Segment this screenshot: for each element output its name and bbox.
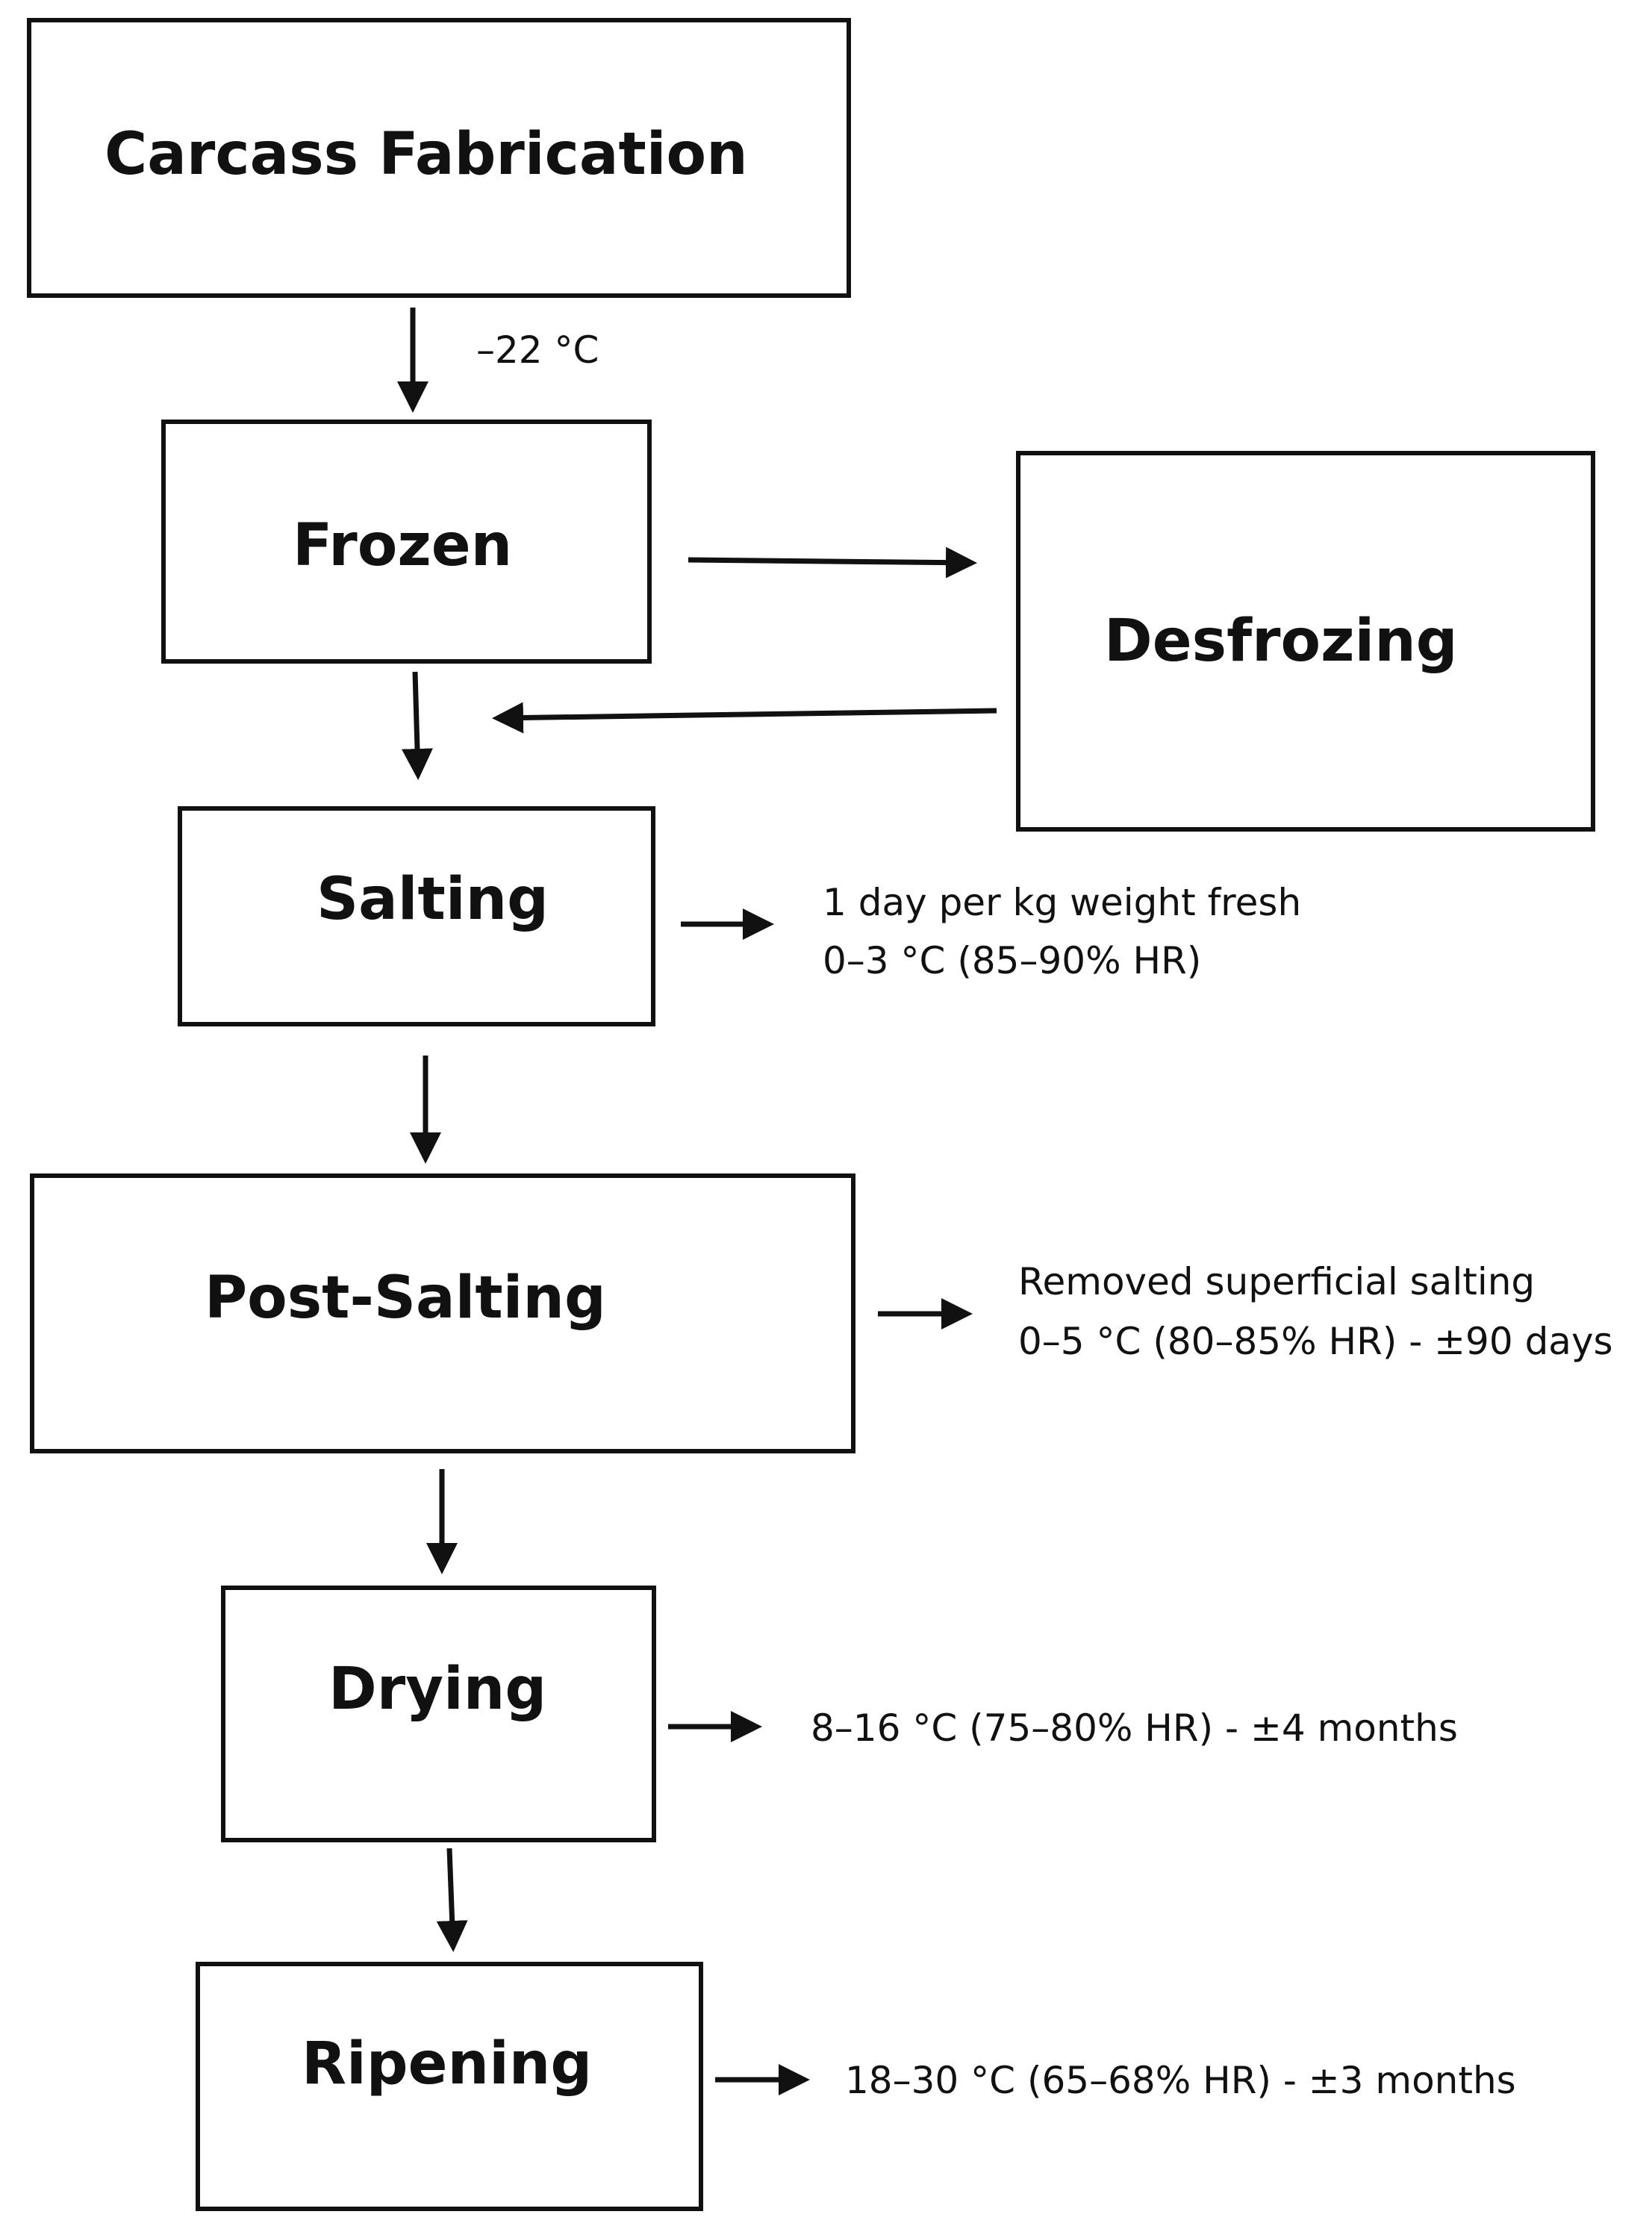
desfrozing-label: Desfrozing xyxy=(1104,608,1458,675)
frozen-box: Frozen xyxy=(161,420,652,664)
frozen-label: Frozen xyxy=(293,512,513,579)
ripening-note: 18–30 °C (65–68% HR) - ±3 months xyxy=(845,2059,1516,2102)
salting-label: Salting xyxy=(317,866,549,933)
salting-note-line2: 0–3 °C (85–90% HR) xyxy=(823,939,1202,982)
post-salting-label: Post-Salting xyxy=(205,1265,606,1332)
salting-box: Salting xyxy=(178,806,655,1026)
arrow-drying-to-ripening xyxy=(436,1848,468,1952)
post-salting-note-line2: 0–5 °C (80–85% HR) - ±90 days xyxy=(1018,1320,1613,1363)
arrow-frozen-to-desfrozing xyxy=(688,546,977,579)
arrow-frozen-to-salting xyxy=(401,671,433,780)
post-salting-box: Post-Salting xyxy=(30,1173,855,1453)
ripening-label: Ripening xyxy=(302,2030,593,2098)
post-salting-note-line1: Removed superficial salting xyxy=(1018,1260,1536,1303)
drying-note: 8–16 °C (75–80% HR) - ±4 months xyxy=(811,1706,1458,1750)
desfrozing-box: Desfrozing xyxy=(1016,451,1595,832)
carcass-fabrication-label: Carcass Fabrication xyxy=(105,121,748,188)
freeze-temperature-note: –22 °C xyxy=(476,328,599,372)
drying-box: Drying xyxy=(221,1586,656,1842)
ripening-box: Ripening xyxy=(196,1962,703,2211)
carcass-fabrication-box: Carcass Fabrication xyxy=(27,18,851,298)
salting-note-line1: 1 day per kg weight fresh xyxy=(823,881,1302,924)
arrow-desfrozing-to-frozen xyxy=(492,702,997,734)
drying-label: Drying xyxy=(328,1656,547,1723)
